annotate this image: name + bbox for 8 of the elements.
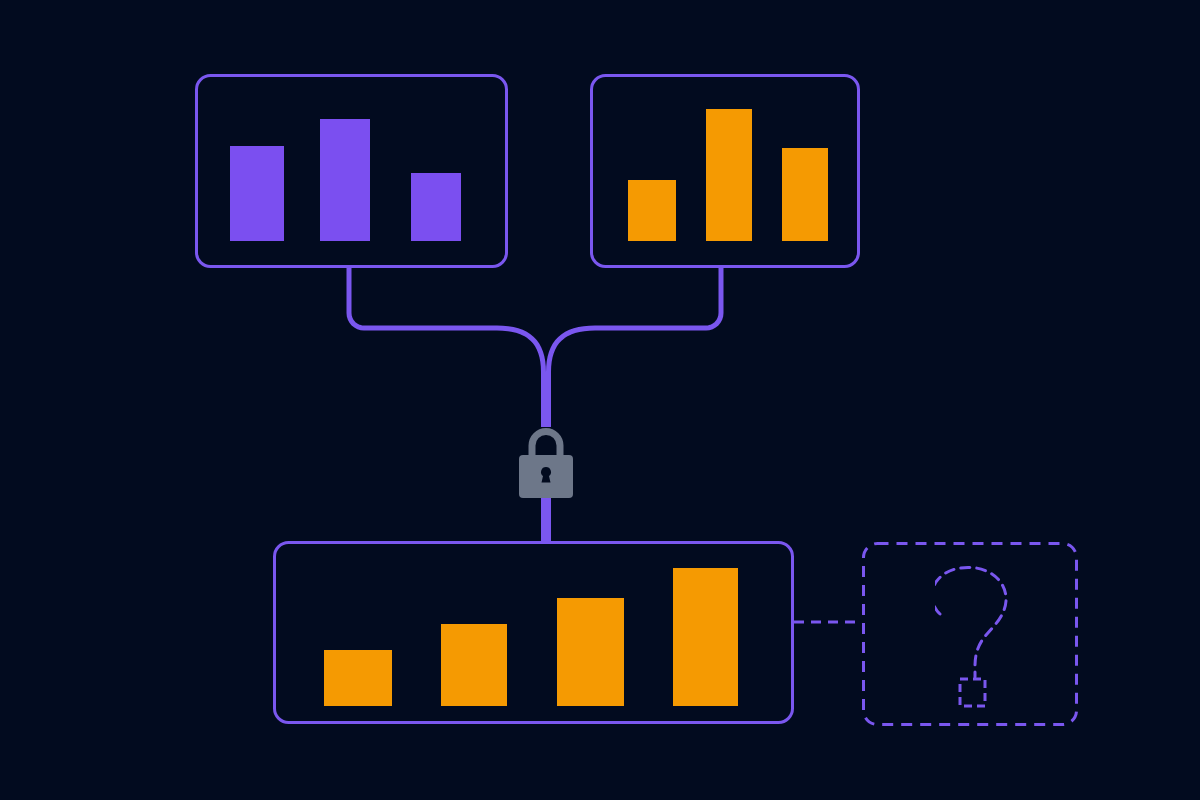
connector-line (541, 498, 551, 541)
padlock-icon (519, 427, 573, 498)
placeholder-panel (862, 542, 1078, 726)
chart-panel (195, 74, 508, 268)
connector-line (346, 268, 546, 427)
chart-panel (273, 541, 794, 724)
chart-panel (590, 74, 860, 268)
connector-line (546, 268, 724, 427)
